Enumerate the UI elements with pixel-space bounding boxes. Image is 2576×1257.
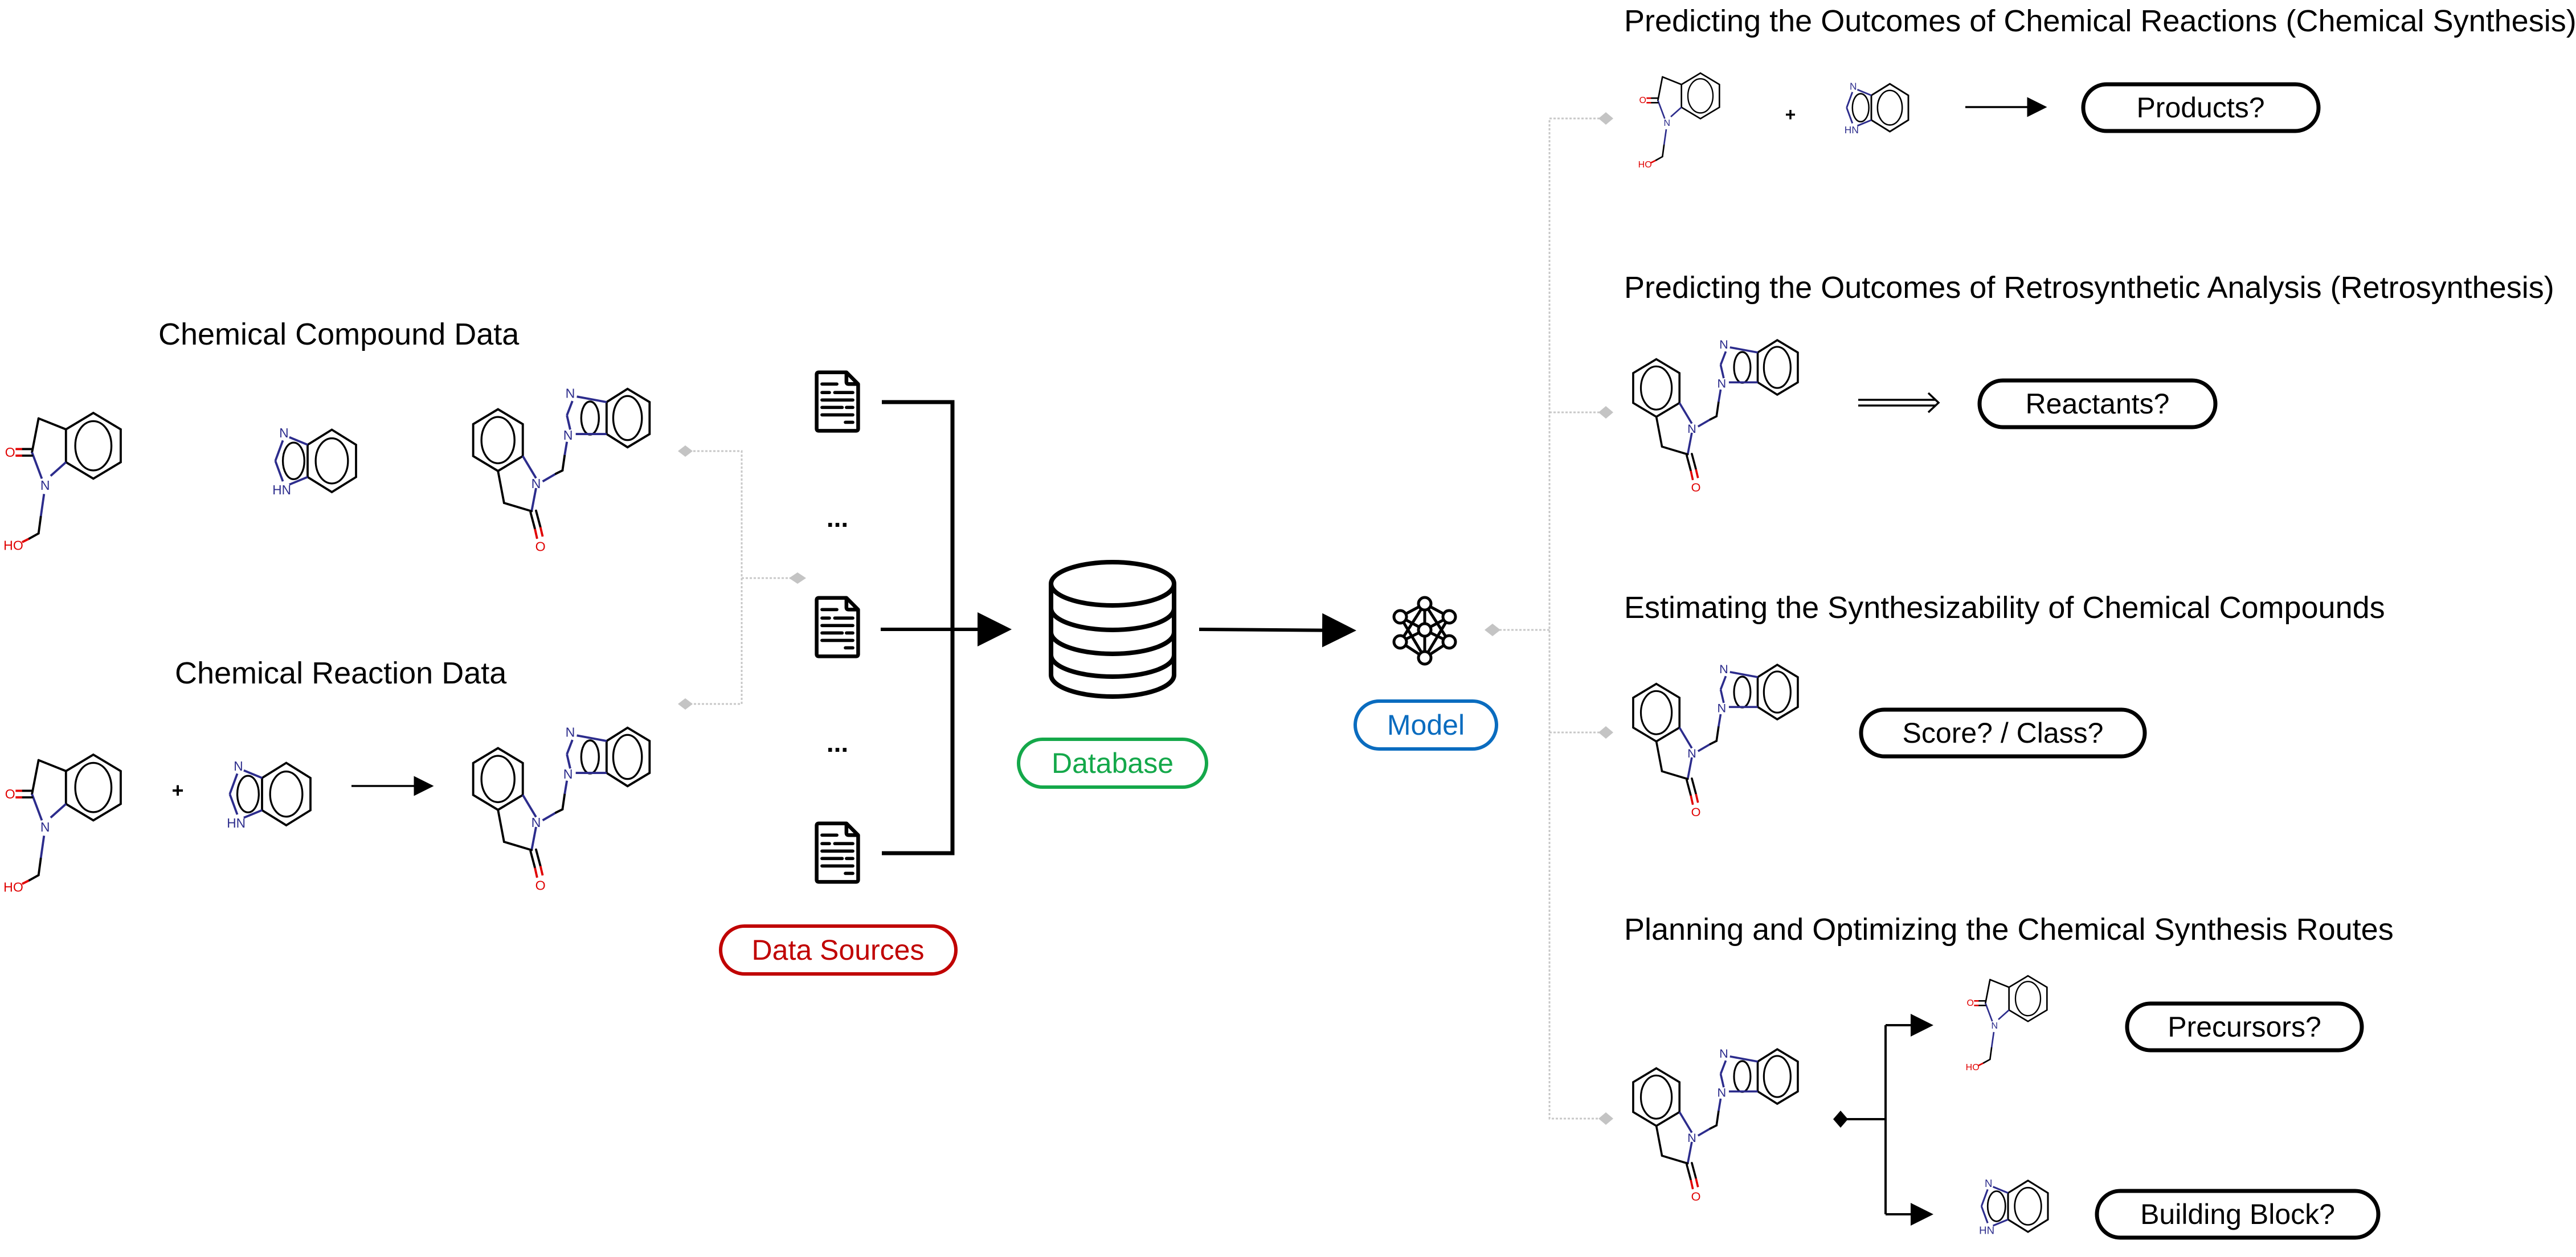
task-title: Predicting the Outcomes of Retrosyntheti… <box>1624 271 2554 305</box>
molecule-product <box>472 384 651 555</box>
model-badge <box>1354 699 1498 751</box>
output-badge <box>1977 378 2218 429</box>
task-title: Predicting the Outcomes of Chemical Reac… <box>1624 4 2576 38</box>
database-badge <box>1017 738 1208 789</box>
molecule-hydroxymethyl-oxindole <box>2 412 122 554</box>
database-icon <box>1049 560 1176 699</box>
task-retrosynthesis: Predicting the Outcomes of Retrosyntheti… <box>1624 271 2554 496</box>
task-route-planning: Planning and Optimizing the Chemical Syn… <box>1624 912 2394 1240</box>
connector-diamond <box>789 572 806 584</box>
arrow-to-model <box>1199 613 1356 648</box>
reactant-hydroxymethyl-oxindole <box>2 754 122 896</box>
molecule-benzimidazole <box>271 424 357 499</box>
connector-diamond <box>1485 624 1500 636</box>
output-badge <box>2081 82 2321 133</box>
database-label: Database <box>1052 747 1173 779</box>
connector-diamond <box>678 698 693 710</box>
reaction-product <box>472 723 651 894</box>
reactant-benzimidazole <box>226 758 312 832</box>
output-badge <box>1859 707 2147 759</box>
reactant-benzimidazole <box>1843 79 1909 137</box>
precursor-hydroxymethyl-oxindole <box>1964 975 2048 1074</box>
output-score-class: Score? / Class? <box>1903 717 2104 749</box>
tasks-connector <box>1485 112 1613 1125</box>
output-badge <box>2125 1001 2364 1053</box>
document-icon <box>817 598 858 657</box>
sources-merge-connector <box>881 400 1012 855</box>
retrosynthesis-arrow <box>1858 392 1940 413</box>
plus-sign: + <box>1785 104 1796 125</box>
route-split-connector <box>1833 1014 1933 1226</box>
connector-diamond <box>1598 406 1613 419</box>
plus-sign: + <box>171 779 183 802</box>
connector-diamond <box>1598 1112 1613 1125</box>
target-molecule <box>1632 661 1799 820</box>
model-label: Model <box>1387 709 1465 741</box>
task-title: Planning and Optimizing the Chemical Syn… <box>1624 912 2394 947</box>
neural-network-icon <box>1392 596 1457 666</box>
connector-diamond <box>678 445 693 457</box>
output-products: Products? <box>2136 92 2264 124</box>
document-icon <box>817 372 858 431</box>
data-sources-badge <box>719 924 958 976</box>
task-synthesizability: Estimating the Synthesizability of Chemi… <box>1624 591 2385 820</box>
output-badge <box>2095 1189 2381 1240</box>
target-molecule <box>1632 336 1799 496</box>
connector-diamond <box>1598 726 1613 739</box>
output-building-block: Building Block? <box>2140 1198 2335 1230</box>
task-title: Estimating the Synthesizability of Chemi… <box>1624 591 2385 625</box>
reactant-hydroxymethyl-oxindole <box>1637 72 1721 171</box>
target-molecule <box>1632 1045 1799 1205</box>
connector-diamond <box>1598 112 1613 125</box>
ellipsis: ... <box>827 728 848 758</box>
output-precursors: Precursors? <box>2168 1011 2321 1043</box>
output-reactants: Reactants? <box>2026 388 2170 420</box>
building-block-benzimidazole <box>1978 1176 2049 1238</box>
document-icon <box>817 824 858 882</box>
reaction-data-title: Chemical Reaction Data <box>175 656 507 690</box>
data-sources-label: Data Sources <box>752 934 925 966</box>
compound-data-title: Chemical Compound Data <box>158 317 520 351</box>
task-chemical-synthesis: Predicting the Outcomes of Chemical Reac… <box>1624 4 2576 171</box>
ellipsis: ... <box>827 503 848 533</box>
left-connector <box>678 445 806 710</box>
